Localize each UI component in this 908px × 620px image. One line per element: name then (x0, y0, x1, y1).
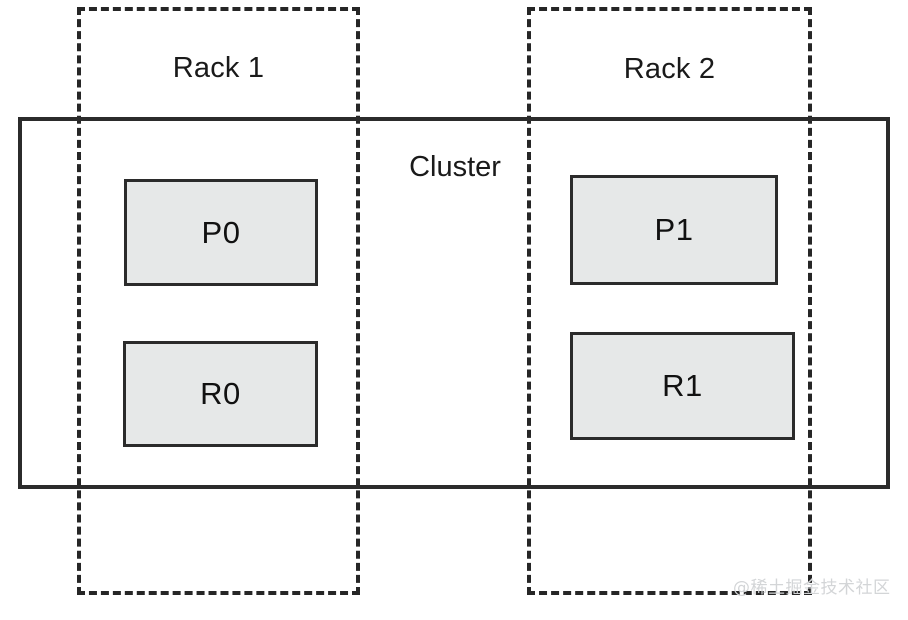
node-p0-label: P0 (201, 214, 241, 250)
node-p1: P1 (570, 175, 778, 285)
rack-container-2: Rack 2 (527, 7, 812, 595)
node-r0: R0 (123, 341, 318, 447)
rack-1-label: Rack 1 (172, 52, 265, 84)
node-r1-label: R1 (662, 368, 703, 403)
cluster-label: Cluster (409, 151, 501, 183)
rack-container-1: Rack 1 (77, 7, 360, 595)
watermark-text: @稀土掘金技术社区 (733, 578, 891, 598)
node-r1: R1 (570, 332, 795, 440)
node-p1-label: P1 (654, 212, 694, 247)
node-p0: P0 (124, 179, 318, 286)
rack-2-label: Rack 2 (623, 53, 716, 85)
cluster-container (18, 117, 890, 489)
node-r0-label: R0 (200, 376, 241, 411)
